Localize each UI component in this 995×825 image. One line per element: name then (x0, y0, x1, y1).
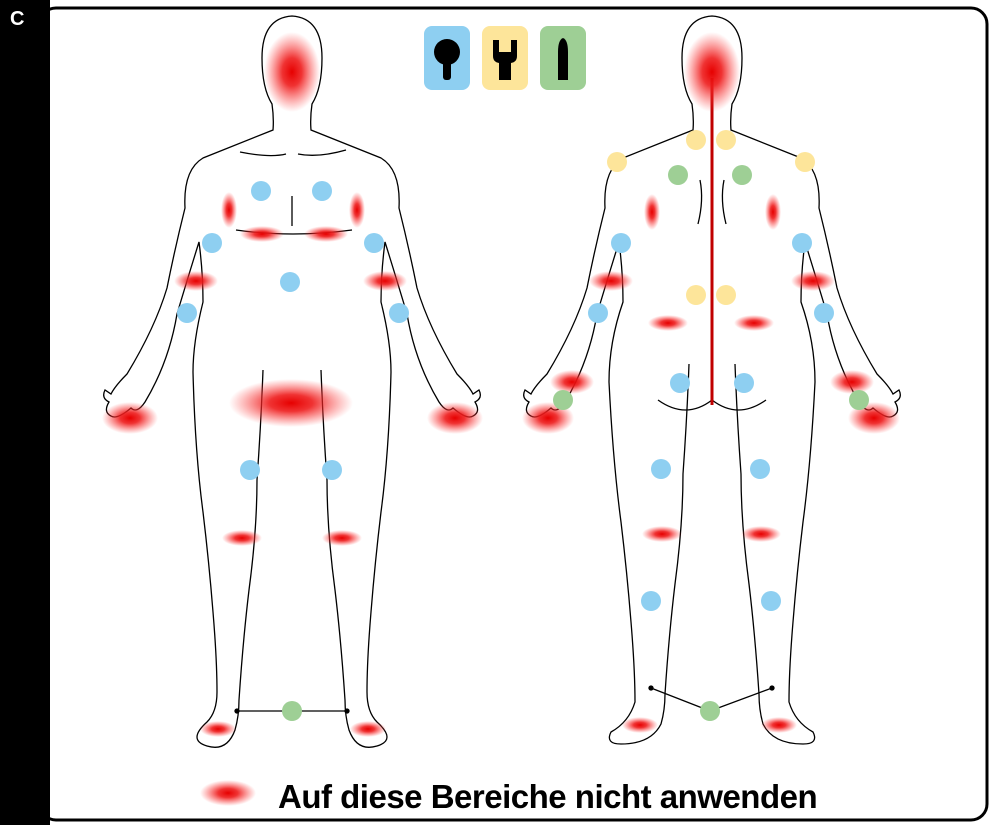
treatment-point (814, 303, 834, 323)
treatment-point (177, 303, 197, 323)
treatment-point (312, 181, 332, 201)
no-zone (102, 402, 158, 434)
no-zone (304, 226, 348, 242)
no-zone (761, 717, 797, 733)
no-zone (734, 315, 774, 331)
treatment-point (389, 303, 409, 323)
no-zone (642, 526, 682, 542)
treatment-point (795, 152, 815, 172)
no-zone (622, 717, 658, 733)
treatment-point (202, 233, 222, 253)
treatment-point (750, 459, 770, 479)
treatment-point (282, 701, 302, 721)
treatment-point (588, 303, 608, 323)
legend-label: Auf diese Bereiche nicht anwenden (278, 778, 817, 816)
treatment-point (700, 701, 720, 721)
treatment-point (651, 459, 671, 479)
treatment-point (607, 152, 627, 172)
treatment-point (792, 233, 812, 253)
no-zone (174, 271, 218, 291)
no-zone-head-back (684, 32, 740, 112)
no-zone (791, 271, 835, 291)
no-zone (741, 526, 781, 542)
treatment-point (240, 460, 260, 480)
no-zone (644, 194, 660, 230)
treatment-point (849, 390, 869, 410)
treatment-point (716, 130, 736, 150)
treatment-point (716, 285, 736, 305)
no-zone (240, 226, 284, 242)
treatment-point (611, 233, 631, 253)
no-zone (349, 192, 365, 228)
treatment-point (732, 165, 752, 185)
no-zone (648, 315, 688, 331)
treatment-point (668, 165, 688, 185)
treatment-point (761, 591, 781, 611)
no-zone (830, 370, 874, 394)
no-zone-head-front (264, 32, 320, 112)
treatment-point (670, 373, 690, 393)
treatment-point (251, 181, 271, 201)
treatment-point (686, 130, 706, 150)
no-zone (765, 194, 781, 230)
no-zone (200, 721, 236, 737)
foot-connectors (235, 686, 774, 713)
no-zones (102, 32, 900, 806)
no-zone (427, 402, 483, 434)
no-zone (363, 271, 407, 291)
no-zone-groin (229, 379, 353, 427)
no-zone (222, 530, 262, 546)
treatment-point (364, 233, 384, 253)
no-zone (221, 192, 237, 228)
no-zone (550, 370, 594, 394)
panel-border (40, 8, 987, 820)
legend-no-zone-swatch (200, 780, 256, 806)
treatment-point (686, 285, 706, 305)
no-zone (589, 271, 633, 291)
no-zone (322, 530, 362, 546)
treatment-point (734, 373, 754, 393)
treatment-point (641, 591, 661, 611)
no-zone (350, 721, 386, 737)
treatment-point (280, 272, 300, 292)
treatment-point (322, 460, 342, 480)
treatment-point (553, 390, 573, 410)
